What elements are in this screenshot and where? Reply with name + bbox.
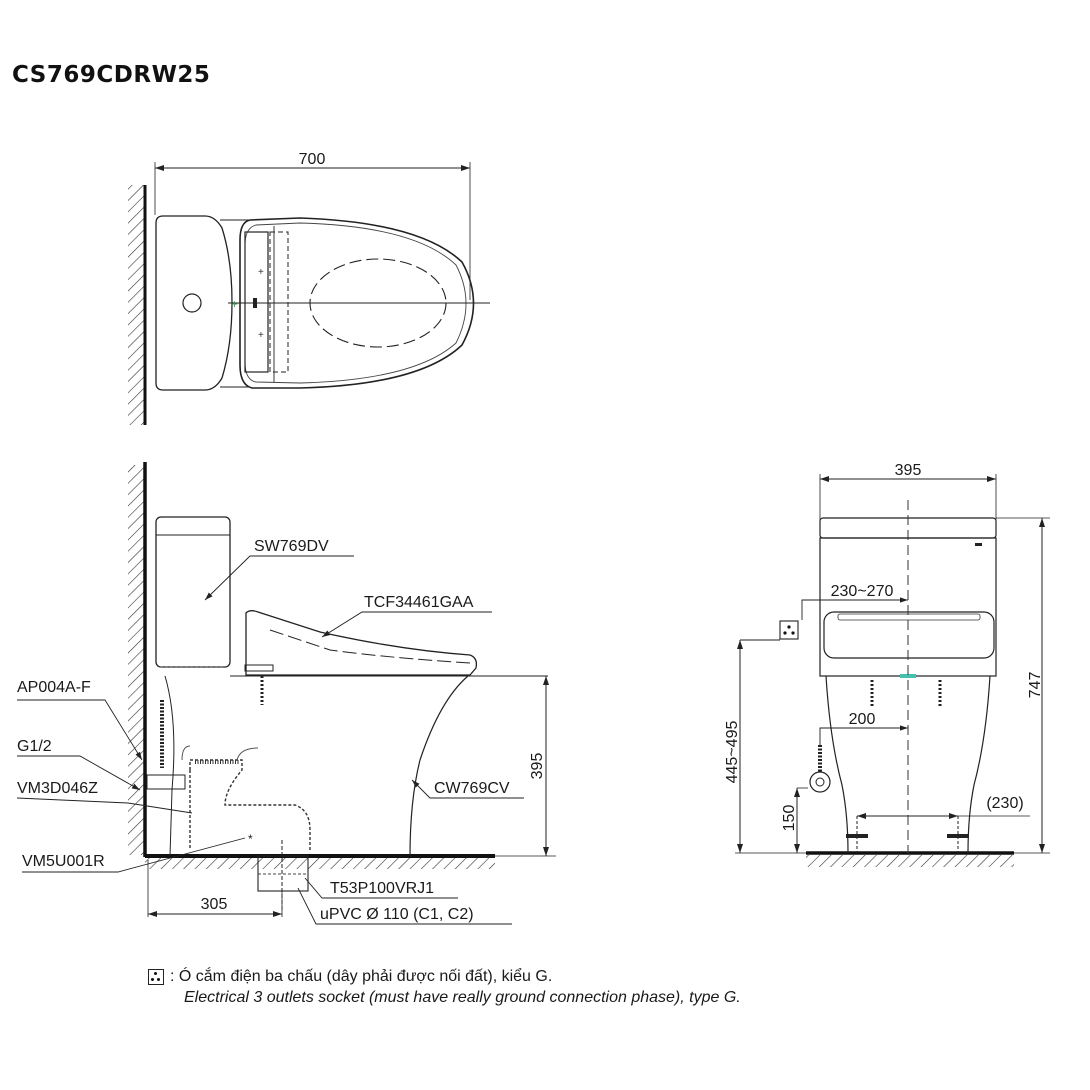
legend: : Ó cắm điện ba chấu (dây phải được nối … <box>148 966 741 1008</box>
dim-230-270: 230~270 <box>831 583 894 600</box>
legend-en-text: Electrical 3 outlets socket (must have r… <box>184 989 741 1006</box>
label-bowl: CW769CV <box>434 780 510 797</box>
front-view: 395 747 230~270 445~495 200 <box>724 462 1050 867</box>
label-thread: G1/2 <box>17 738 52 755</box>
dim-230-bolts: (230) <box>986 795 1023 812</box>
tank-top <box>155 215 233 391</box>
label-seat: TCF34461GAA <box>364 594 474 611</box>
electrical-socket-icon <box>779 620 799 640</box>
label-flange: T53P100VRJ1 <box>330 880 434 897</box>
dim-395-side: 395 <box>529 753 546 780</box>
dim-700: 700 <box>299 151 326 168</box>
dim-445-495: 445~495 <box>724 721 741 784</box>
label-tank: SW769DV <box>254 538 329 555</box>
dim-747: 747 <box>1027 672 1044 699</box>
top-view: 700 + + + <box>128 151 490 425</box>
label-hose: VM3D046Z <box>17 780 98 797</box>
tank-side <box>155 516 231 668</box>
electrical-socket-icon <box>148 968 164 985</box>
seat-front <box>823 611 995 659</box>
label-pipe: uPVC Ø 110 (C1, C2) <box>320 906 474 923</box>
svg-text:+: + <box>258 330 264 341</box>
model-title: CS769CDRW25 <box>12 62 211 88</box>
svg-text:+: + <box>258 267 264 278</box>
bowl-side <box>409 675 469 857</box>
label-seal: VM5U001R <box>22 853 105 870</box>
legend-vi-text: : Ó cắm điện ba chấu (dây phải được nối … <box>170 968 553 985</box>
svg-text:+: + <box>231 297 238 311</box>
wall-hatch <box>128 185 144 425</box>
supply-valve <box>809 771 831 793</box>
dim-305: 305 <box>201 896 228 913</box>
side-view: * 395 305 SW769DV TCF34461GAA CW769CV AP… <box>16 462 556 925</box>
seat-outline <box>239 217 475 389</box>
dim-395-front: 395 <box>895 462 922 479</box>
dim-200: 200 <box>849 711 876 728</box>
seat-side <box>245 610 478 676</box>
svg-text:*: * <box>248 832 253 846</box>
dim-150: 150 <box>781 805 798 832</box>
label-valve: AP004A-F <box>17 679 91 696</box>
flush-button <box>182 293 202 313</box>
